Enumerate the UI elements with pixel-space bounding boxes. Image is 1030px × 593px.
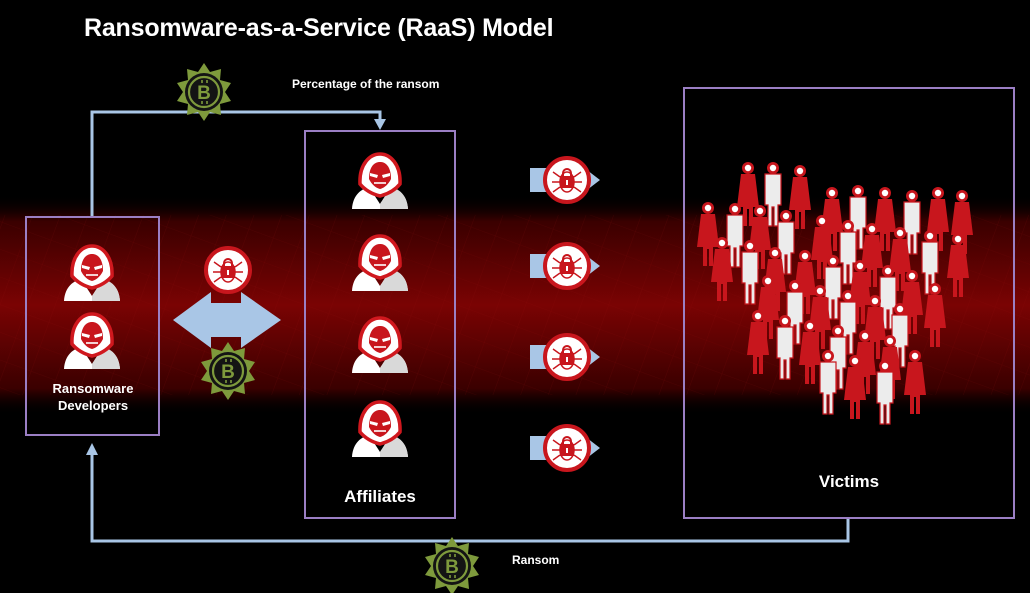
exchange-double-arrow — [173, 292, 281, 348]
ransom-label: Ransom — [512, 553, 560, 567]
developers-label: Ransomware Developers — [28, 380, 158, 414]
ransomware-lock-bug-icon — [204, 246, 252, 294]
ransomware-lock-bug-icon — [543, 242, 591, 290]
victims-label: Victims — [818, 472, 880, 491]
developers-label-line2: Developers — [57, 398, 129, 413]
affiliates-label: Affiliates — [344, 487, 416, 506]
ransomware-lock-bug-icon — [543, 424, 591, 472]
victims-box — [683, 87, 1015, 519]
developers-label-line1: Ransomware — [52, 381, 134, 396]
affiliates-box — [304, 130, 456, 519]
percentage-label: Percentage of the ransom — [292, 77, 440, 91]
ransomware-lock-bug-icon — [543, 333, 591, 381]
ransomware-lock-bug-icon — [543, 156, 591, 204]
page-title: Ransomware-as-a-Service (RaaS) Model — [84, 14, 554, 42]
developers-box — [25, 216, 160, 436]
